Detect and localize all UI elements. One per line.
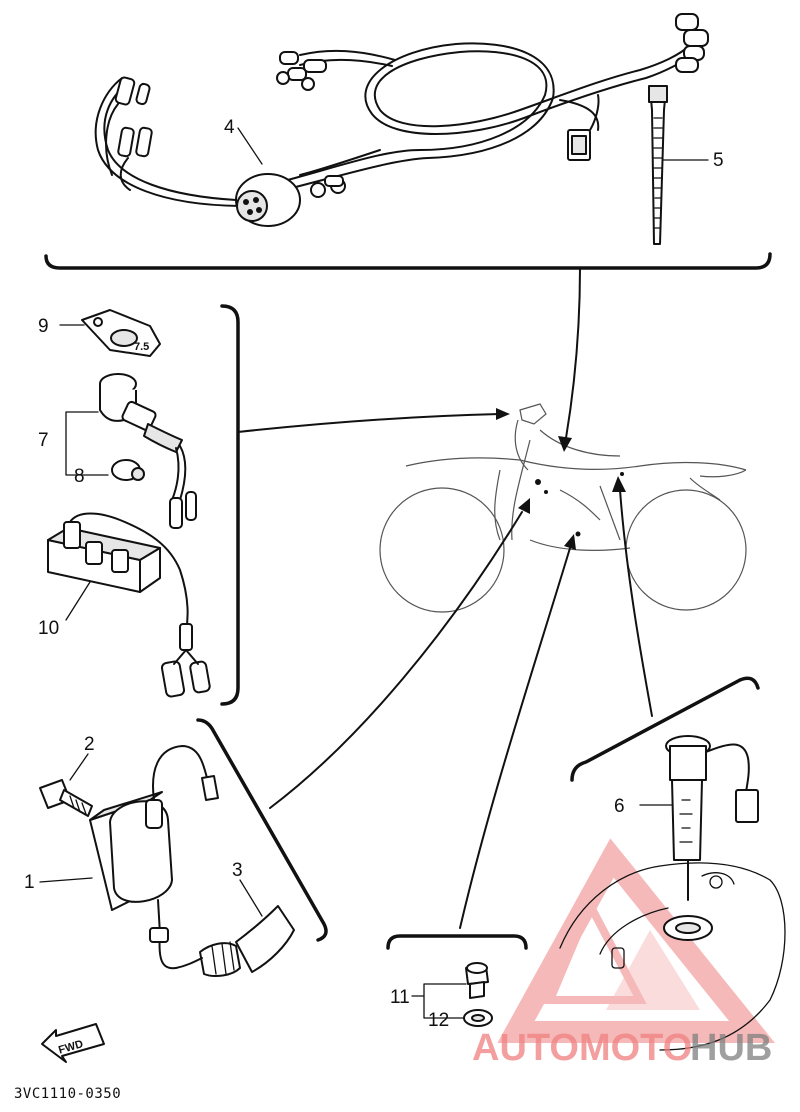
bulb <box>111 459 145 481</box>
drawing-code: 3VC1110-0350 <box>14 1086 121 1102</box>
watermark-text: AUTOMOTO HUB <box>472 1027 772 1069</box>
wire-harness <box>94 13 709 227</box>
screw <box>465 962 489 999</box>
bracket-screw <box>386 934 528 950</box>
rectifier-regulator <box>47 512 211 698</box>
ignition-coil <box>89 745 219 970</box>
fwd-arrow: FWD <box>41 1023 105 1063</box>
callout-8: 8 <box>74 466 85 487</box>
callout-7: 7 <box>38 430 49 451</box>
watermark-triangle-logo <box>497 838 775 1043</box>
bracket-sender <box>570 676 760 782</box>
callout-4: 4 <box>224 117 235 138</box>
neutral-switch <box>99 373 197 529</box>
callout-1: 1 <box>24 872 35 893</box>
callout-11: 11 <box>390 987 410 1008</box>
callout-6: 6 <box>614 796 625 817</box>
callout-5: 5 <box>713 150 724 171</box>
cable-tie <box>648 85 668 245</box>
watermark-part2: HUB <box>690 1027 772 1069</box>
bracket-left <box>220 304 240 706</box>
motorcycle-outline <box>379 403 747 613</box>
cover-plate: 7.5 <box>81 309 161 357</box>
watermark-part1: AUTOMOTO <box>472 1027 692 1069</box>
callout-9: 9 <box>38 316 49 337</box>
fuel-sender-unit <box>665 735 759 901</box>
fuel-tank <box>559 862 786 1051</box>
callout-12: 12 <box>428 1010 449 1031</box>
callout-10: 10 <box>38 618 59 639</box>
bracket-ignition <box>196 718 328 942</box>
spark-plug-cap <box>175 905 295 977</box>
callout-2: 2 <box>84 734 95 755</box>
bolt <box>39 779 93 817</box>
cover-plate-tag: 7.5 <box>134 341 149 353</box>
washer <box>463 1009 493 1027</box>
bracket-top <box>44 252 772 270</box>
callout-3: 3 <box>232 860 243 881</box>
